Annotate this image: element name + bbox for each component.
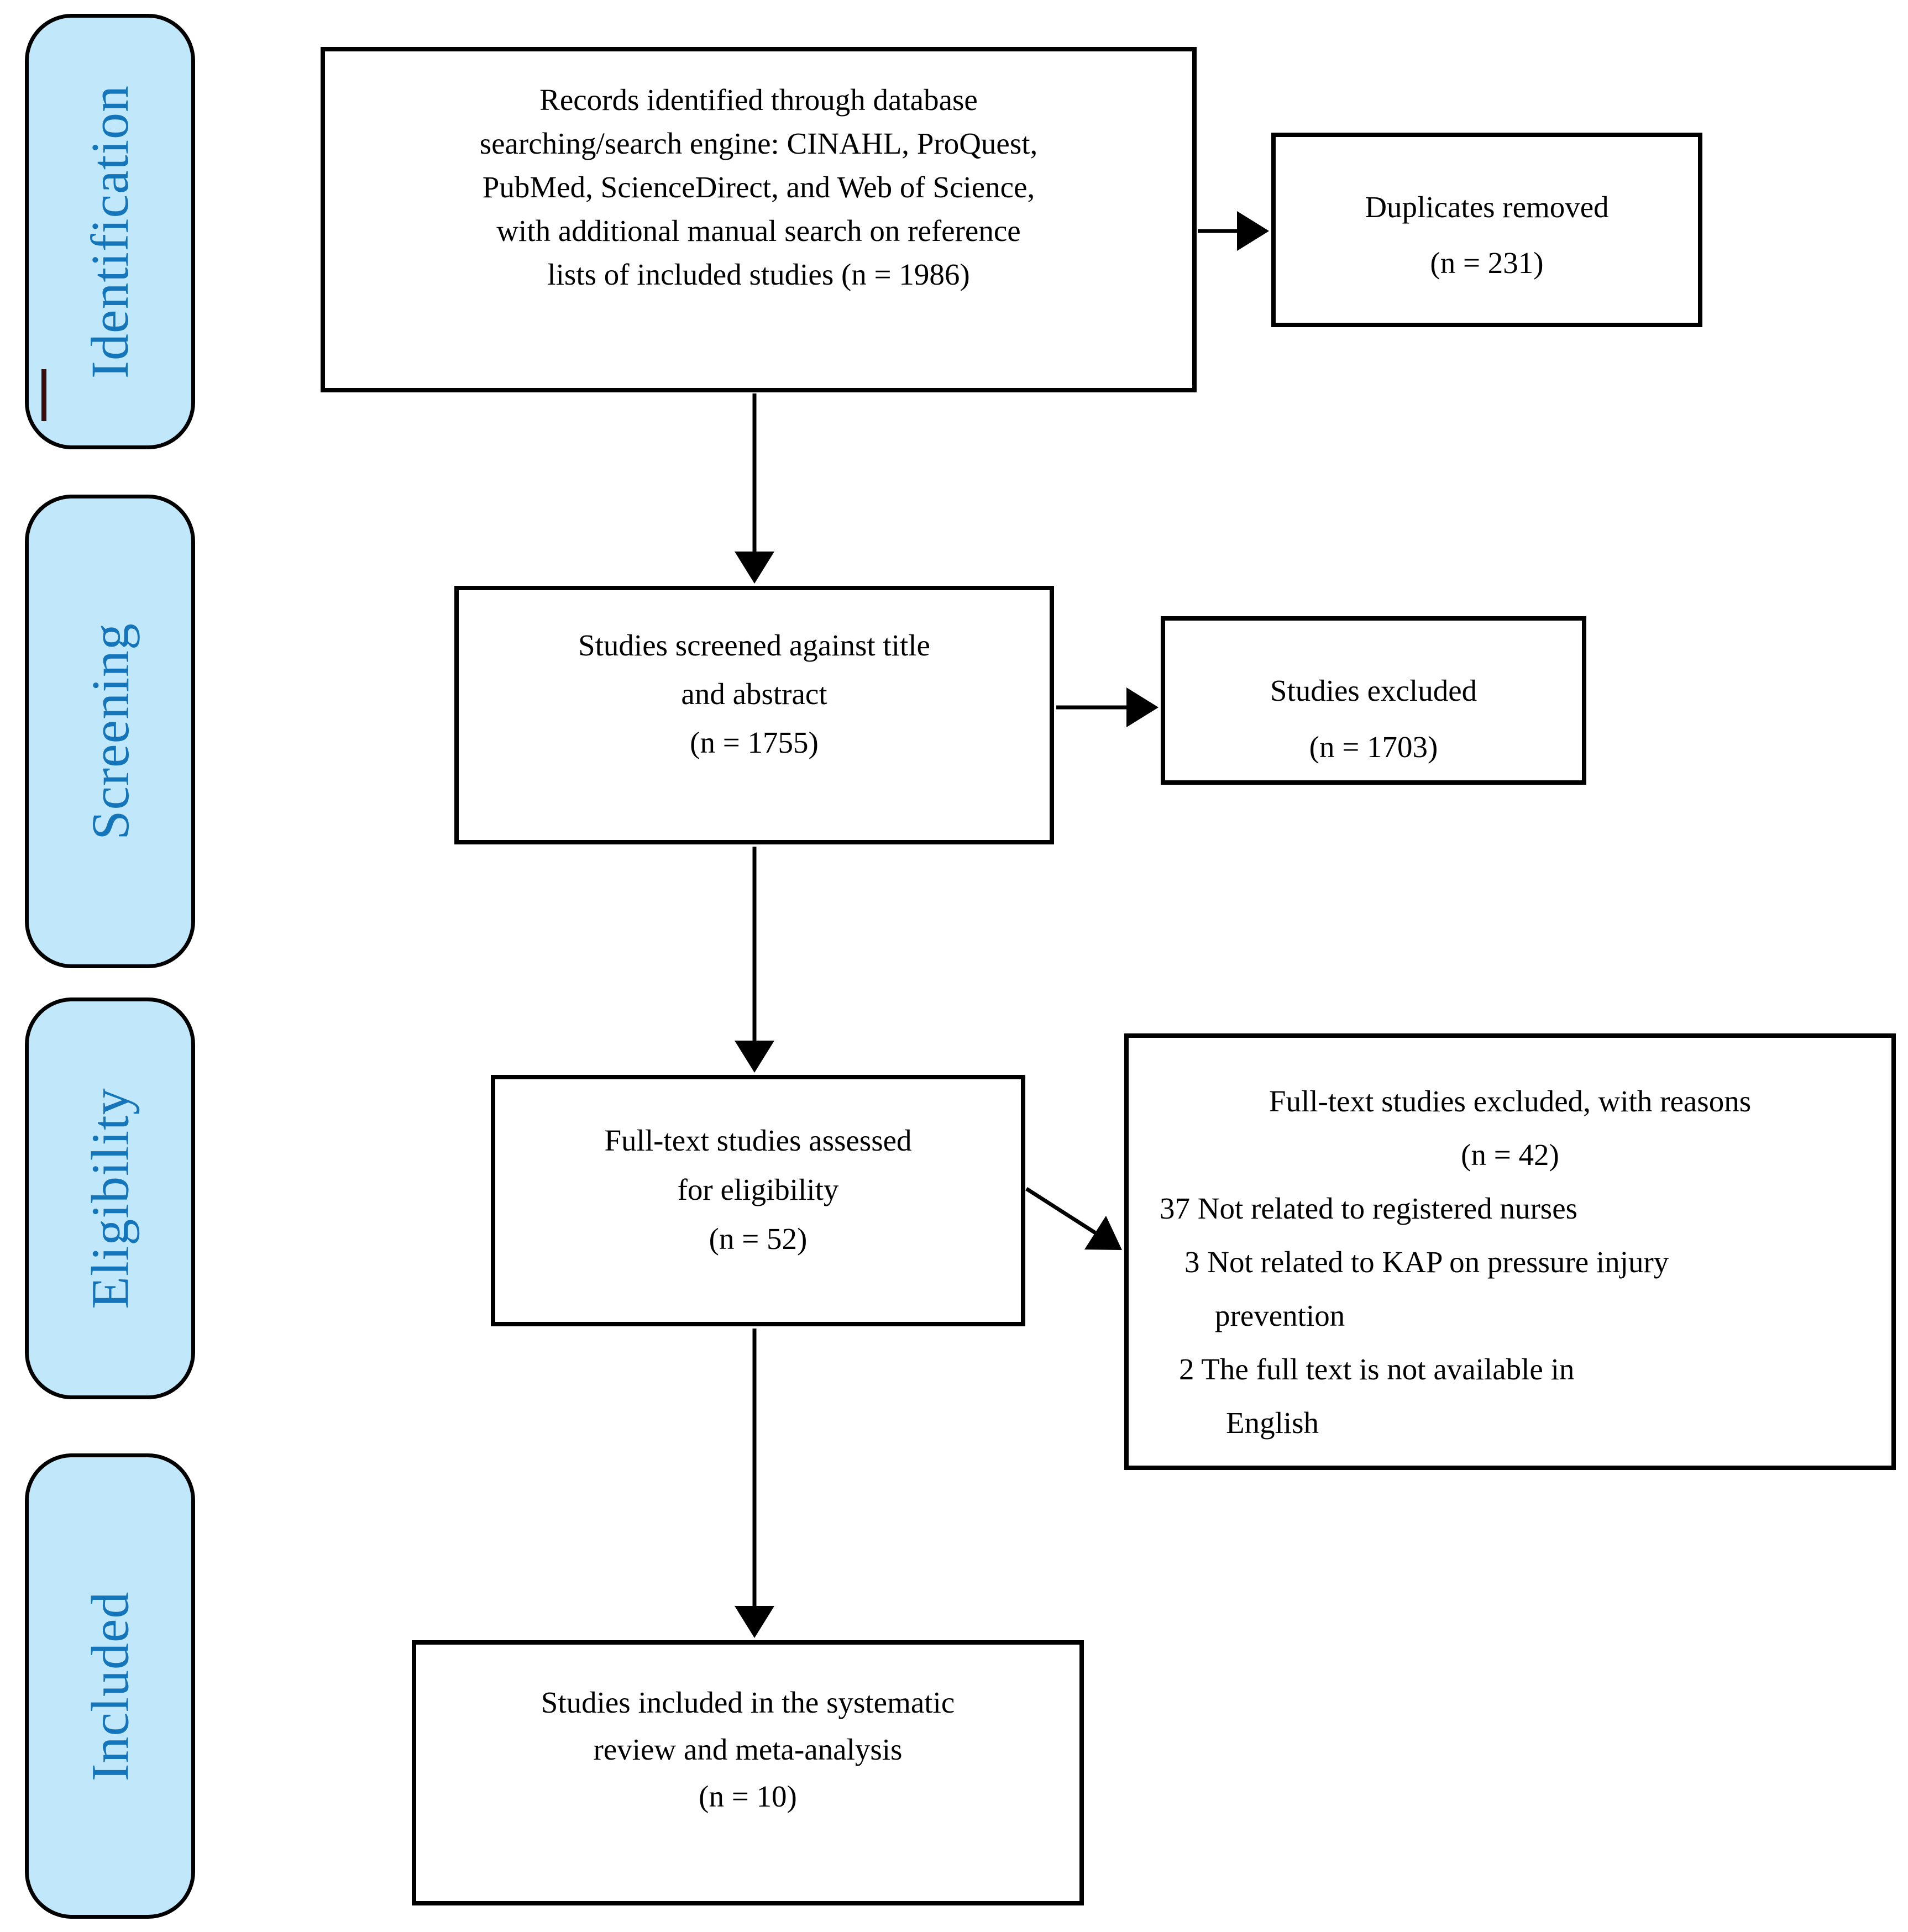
stage-identification-label: Identification [80,85,140,379]
box-fulltext-count: (n = 52) [709,1222,808,1256]
arrow-screened-to-fulltext [735,847,774,1073]
stage-eligibility: Eligibility [25,998,195,1399]
box-fulltext-line: Full-text studies assessed [604,1124,912,1157]
box-studies-excluded: Studies excluded (n = 1703) [1161,616,1586,785]
box-included-count: (n = 10) [699,1779,797,1813]
arrow-records-to-screened [735,393,774,584]
stage-identification: Identification [25,14,195,449]
box-included-line: review and meta-analysis [593,1733,903,1766]
box-reasons-item: 2 The full text is not available in [1179,1352,1575,1386]
box-fulltext-line: for eligibility [677,1173,839,1206]
box-reasons-title: Full-text studies excluded, with reasons [1268,1084,1752,1118]
box-records-line: PubMed, ScienceDirect, and Web of Scienc… [482,170,1035,204]
box-fulltext-assessed: Full-text studies assessed for eligibili… [491,1075,1025,1326]
box-studies-included: Studies included in the systematic revie… [412,1640,1084,1905]
box-records-line: lists of included studies (n = 1986) [547,258,970,291]
arrow-records-to-duplicates [1198,211,1269,251]
box-duplicates-line: Duplicates removed [1365,190,1609,224]
box-excluded-line: Studies excluded [1270,674,1477,707]
box-records-line: searching/search engine: CINAHL, ProQues… [479,127,1038,160]
arrow-fulltext-to-reasons [1025,1187,1122,1250]
box-duplicates-removed: Duplicates removed (n = 231) [1271,133,1702,327]
box-records-identified: Records identified through database sear… [321,47,1197,392]
box-studies-screened: Studies screened against title and abstr… [454,586,1054,844]
box-excluded-count: (n = 1703) [1309,730,1438,764]
box-screened-count: (n = 1755) [690,726,819,759]
box-reasons-count: (n = 42) [1461,1138,1559,1172]
stage-included: Included [25,1453,195,1919]
box-reasons-item-continuation: prevention [1215,1299,1345,1332]
stray-cursor-mark [41,369,46,421]
box-screened-line: Studies screened against title [578,628,930,662]
box-included-line: Studies included in the systematic [541,1686,955,1719]
box-fulltext-excluded-reasons: Full-text studies excluded, with reasons… [1124,1033,1896,1470]
box-screened-line: and abstract [681,677,827,711]
stage-included-label: Included [80,1591,140,1781]
stage-screening: Screening [25,495,195,968]
box-reasons-item-continuation: English [1226,1406,1319,1440]
box-reasons-item: 3 Not related to KAP on pressure injury [1184,1245,1669,1279]
box-reasons-item: 37 Not related to registered nurses [1160,1191,1578,1225]
arrow-fulltext-to-included [735,1329,774,1638]
box-records-line: with additional manual search on referen… [496,214,1021,248]
box-records-line: Records identified through database [539,83,978,117]
stage-eligibility-label: Eligibility [80,1088,140,1309]
box-duplicates-count: (n = 231) [1430,246,1544,280]
stage-screening-label: Screening [80,623,140,840]
arrow-screened-to-excluded [1056,687,1159,727]
